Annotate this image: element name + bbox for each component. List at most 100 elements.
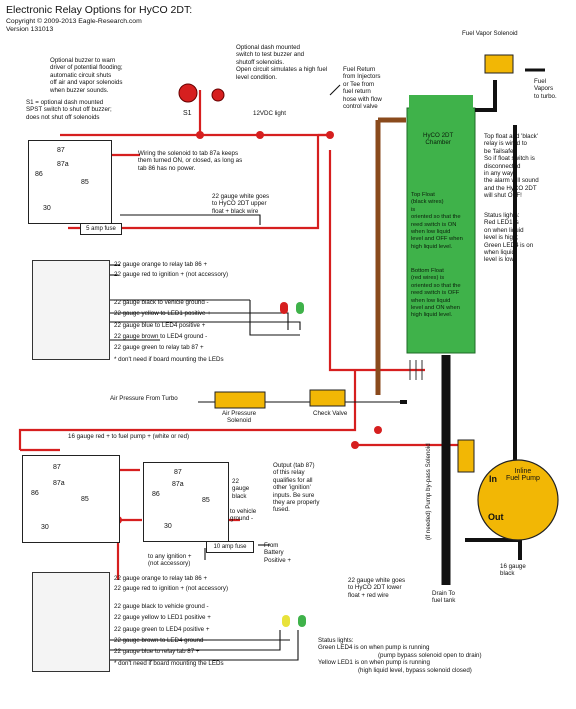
- hyco-chamber: [406, 107, 476, 354]
- status-line: Status lights:: [484, 212, 520, 219]
- copyright: Copyright © 2009-2013 Eagle-Research.com: [6, 18, 142, 25]
- air-solenoid-label: Air Pressure Solenoid: [222, 410, 256, 425]
- wiring-87a-line: tab 86 has no power.: [138, 164, 196, 172]
- relay-mid-left: 87 87a 86 85 30: [22, 455, 120, 543]
- status-line: level is low.: [484, 256, 516, 264]
- board-bottom-line: 22 gauge yellow to LED1 positive +: [114, 614, 211, 622]
- pump-out-label: Out: [488, 512, 504, 522]
- dash-switch-note: Optional dash mounted switch to test buz…: [236, 44, 327, 81]
- failsafe-line: the alarm will sound: [484, 177, 539, 185]
- failsafe-line: in any way,: [484, 170, 515, 178]
- bottom-float-line: when low liquid: [411, 297, 451, 304]
- board-top-line: 22 gauge brown to LED4 ground -: [114, 333, 208, 341]
- status-line: on when liquid: [484, 226, 524, 234]
- pump-bypass-solenoid-icon: [457, 439, 475, 473]
- board-top-line: 22 gauge green to relay tab 87 +: [114, 344, 204, 352]
- top-float-note: Top Float (black wires) is oriented so t…: [411, 192, 463, 251]
- board-top-line: 22 gauge yellow to LED1 positive +: [114, 310, 211, 318]
- dash-switch-line: shutoff solenoids.: [236, 58, 285, 66]
- black22-line: 22: [232, 478, 239, 485]
- from-battery-line: Positive +: [264, 556, 291, 564]
- inline-pump-line: Fuel Pump: [506, 475, 540, 483]
- dash-light-icon: [211, 88, 225, 102]
- from-battery-line: From: [264, 542, 279, 549]
- failsafe-line: So if float switch is: [484, 155, 535, 163]
- fuel-return-line: control valve: [343, 103, 378, 111]
- from-battery-line: Battery: [264, 549, 284, 557]
- board-bottom-note: * don't need if board mounting the LEDs: [114, 659, 224, 667]
- status-line: level is high;: [484, 234, 519, 242]
- from-battery-note: From Battery Positive +: [264, 542, 291, 564]
- relay-pin: 87a: [57, 161, 69, 168]
- top-float-line: high liquid level.: [411, 243, 453, 250]
- s1-note-line: does not shut off solenoids: [26, 113, 100, 121]
- black22-line: black: [232, 492, 247, 500]
- relay-pin: 30: [43, 205, 51, 212]
- inline-pump-line: Inline: [514, 468, 532, 475]
- bottom-float-line: level and ON when: [411, 305, 460, 312]
- board-bottom-line: 22 gauge orange to relay tab 86 +: [114, 575, 208, 582]
- failsafe-line: and the HyCO 2DT: [484, 184, 537, 192]
- board-top-line: 22 gauge blue to LED4 positive +: [114, 321, 206, 329]
- board-bottom-line: 22 gauge black to vehicle ground -: [114, 602, 209, 610]
- bottom-float-line: oriented so that the: [411, 282, 461, 289]
- dash-switch-line: switch to test buzzer and: [236, 51, 305, 59]
- fuse-10-amp: 10 amp fuse: [206, 541, 254, 553]
- board-top-note: * don't need if board mounting the LEDs: [114, 355, 224, 363]
- status-line: when liquid: [484, 249, 515, 257]
- failsafe-line: Top float and 'black': [484, 133, 538, 140]
- relay-pin: 30: [164, 523, 172, 530]
- red16-label: 16 gauge red + to fuel pump + (white or …: [68, 433, 190, 440]
- dash-switch-line: level condition.: [236, 73, 277, 81]
- drain-line: Drain To: [432, 590, 455, 597]
- fuel-return-line: or Tee from: [343, 80, 375, 88]
- fuel-return-line: fuel return: [343, 88, 371, 96]
- white-upper-note: 22 gauge white goes to HyCO 2DT upper fl…: [212, 193, 269, 215]
- board-top-labels: 22 gauge orange to relay tab 86 + 22 gau…: [114, 261, 228, 363]
- fuel-return-line: hose with flow: [343, 95, 382, 103]
- white-lower-line: float + red wire: [348, 591, 389, 599]
- failsafe-line: relay is wired to: [484, 140, 527, 148]
- wiring-87a-line: them turned ON, or closed, as long as: [138, 157, 243, 165]
- relay-pin: 30: [41, 524, 49, 531]
- dash-switch-line: Open circuit simulates a high fuel: [236, 66, 328, 74]
- top-float-line: when low liquid: [411, 229, 451, 236]
- fuel-vapors-line: Fuel: [534, 78, 547, 85]
- inline-pump-label: Inline Fuel Pump: [506, 468, 540, 483]
- board-top-line: 22 gauge black to vehicle ground -: [114, 298, 209, 306]
- any-ignition-line: to any ignition +: [148, 553, 192, 560]
- black22-line: gauge: [232, 485, 250, 493]
- version: Version 131013: [6, 26, 54, 33]
- buzzer-note-line: when buzzer sounds.: [50, 86, 109, 94]
- fuel-return-line: from Injectors: [343, 73, 381, 81]
- board-bottom-line: 22 gauge red to ignition + (not accessor…: [114, 585, 229, 593]
- white-upper-line: 22 gauge white goes: [212, 193, 270, 200]
- relay-pin: 85: [81, 496, 89, 503]
- pump-in-label: In: [489, 474, 497, 484]
- drain-note: Drain To fuel tank: [432, 590, 455, 605]
- output87-line: qualifies for all: [273, 476, 313, 484]
- air-solenoid-line: Air Pressure: [222, 410, 257, 417]
- output87-line: inputs. Be sure: [273, 491, 315, 499]
- relay-pin: 87a: [53, 480, 65, 487]
- diagram-title: Electronic Relay Options for HyCO 2DT:: [6, 4, 193, 16]
- top-float-line: (black wires): [411, 199, 444, 206]
- output87-note: Output (tab 87) of this relay qualifies …: [273, 462, 319, 514]
- relay-pin: 87: [53, 464, 61, 471]
- black16-line: 16 gauge: [500, 563, 526, 570]
- status-line: Green LED4 is on: [484, 241, 534, 249]
- status-lights-right: Status lights: Red LED1 is on when liqui…: [484, 212, 533, 264]
- fuse-5-amp: 5 amp fuse: [80, 223, 122, 235]
- top-float-line: level and OFF when: [411, 236, 463, 243]
- output87-line: Output (tab 87): [273, 462, 315, 469]
- light-label: 12VDC light: [253, 110, 287, 117]
- s1-note-line: SPST switch to shut off buzzer;: [26, 106, 112, 114]
- chamber-title-line: Chamber: [425, 139, 451, 147]
- bottom-float-line: (red wires) is: [411, 275, 445, 282]
- output87-line: they are properly: [273, 499, 320, 507]
- s1-label: S1: [183, 110, 192, 117]
- status-bottom-line: Yellow LED1 is on when pump is running: [318, 659, 430, 667]
- board-bottom-line: 22 gauge blue to relay tab 87 +: [114, 648, 200, 656]
- fuel-return-note: Fuel Return from Injectors or Tee from f…: [343, 66, 382, 110]
- board-top-line: 22 gauge red to ignition + (not accessor…: [114, 271, 229, 279]
